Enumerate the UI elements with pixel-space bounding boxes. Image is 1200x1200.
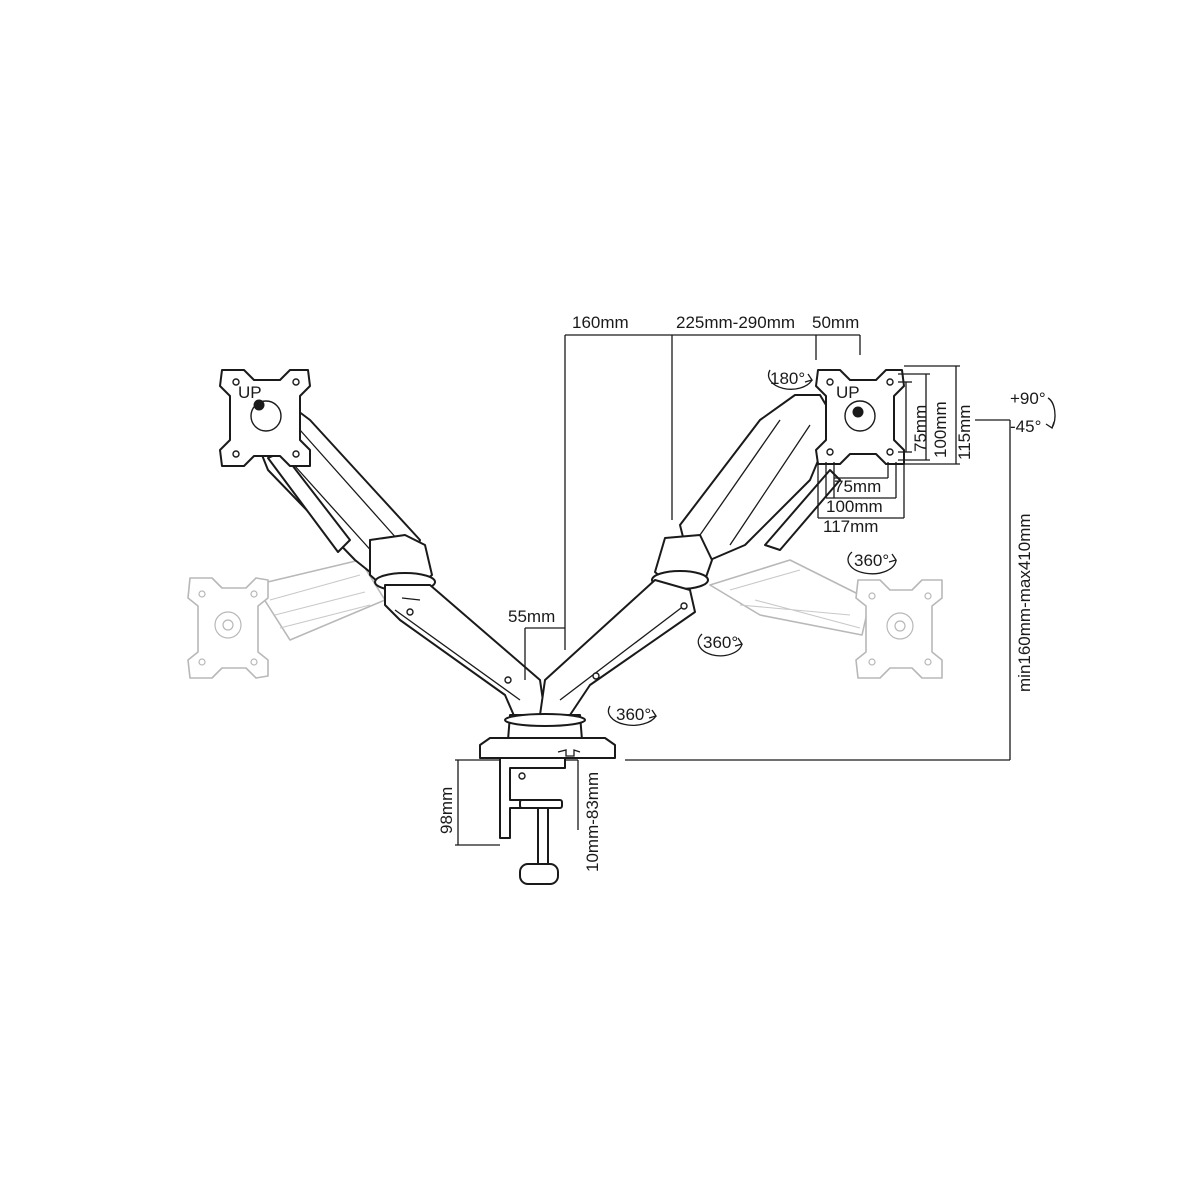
ghost-left-arm [254, 559, 386, 641]
arm-length-label: 225mm-290mm [676, 313, 795, 332]
vesa-h-large-label: 100mm [826, 497, 883, 516]
vesa-h-small-label: 75mm [834, 477, 881, 496]
column-base [479, 713, 616, 759]
tilt-up-label: +90° [1010, 389, 1046, 408]
rotation-arrows [607, 369, 1056, 726]
top-offset-label: 160mm [572, 313, 629, 332]
ghost-right-vesa-plate [855, 579, 943, 679]
plate-offset-label: 50mm [812, 313, 859, 332]
left-lower-arm [384, 584, 546, 719]
desk-clamp [499, 757, 566, 885]
plate-rotation-label: 180° [770, 369, 805, 388]
desk-thickness-label: 10mm-83mm [583, 772, 602, 872]
vesa-v-small-label: 75mm [911, 405, 930, 452]
right-lower-arm [539, 579, 696, 716]
right-vesa-plate: UP [815, 369, 905, 465]
right-plate-up-label: UP [836, 383, 860, 402]
base-rotation-label: 360° [616, 705, 651, 724]
plate-width-label: 117mm [823, 517, 878, 536]
left-vesa-plate: UP [219, 369, 311, 467]
tilt-down-label: -45° [1010, 417, 1041, 436]
vesa-v-large-label: 100mm [931, 401, 950, 458]
plate-height-label: 115mm [955, 405, 974, 460]
right-upper-arm [679, 394, 841, 561]
ghost-right-arm [709, 559, 871, 636]
elbow-lower-rotation-label: 360° [703, 633, 738, 652]
left-plate-up-label: UP [238, 383, 262, 402]
elbow-upper-rotation-label: 360° [854, 551, 889, 570]
ghost-left-vesa-plate [187, 577, 269, 679]
height-range-label: min160mm-max410mm [1015, 513, 1034, 692]
left-elbow-joint [369, 534, 436, 592]
column-gap-label: 55mm [508, 607, 555, 626]
clamp-height-label: 98mm [437, 787, 456, 834]
dimension-lines [455, 334, 1011, 846]
